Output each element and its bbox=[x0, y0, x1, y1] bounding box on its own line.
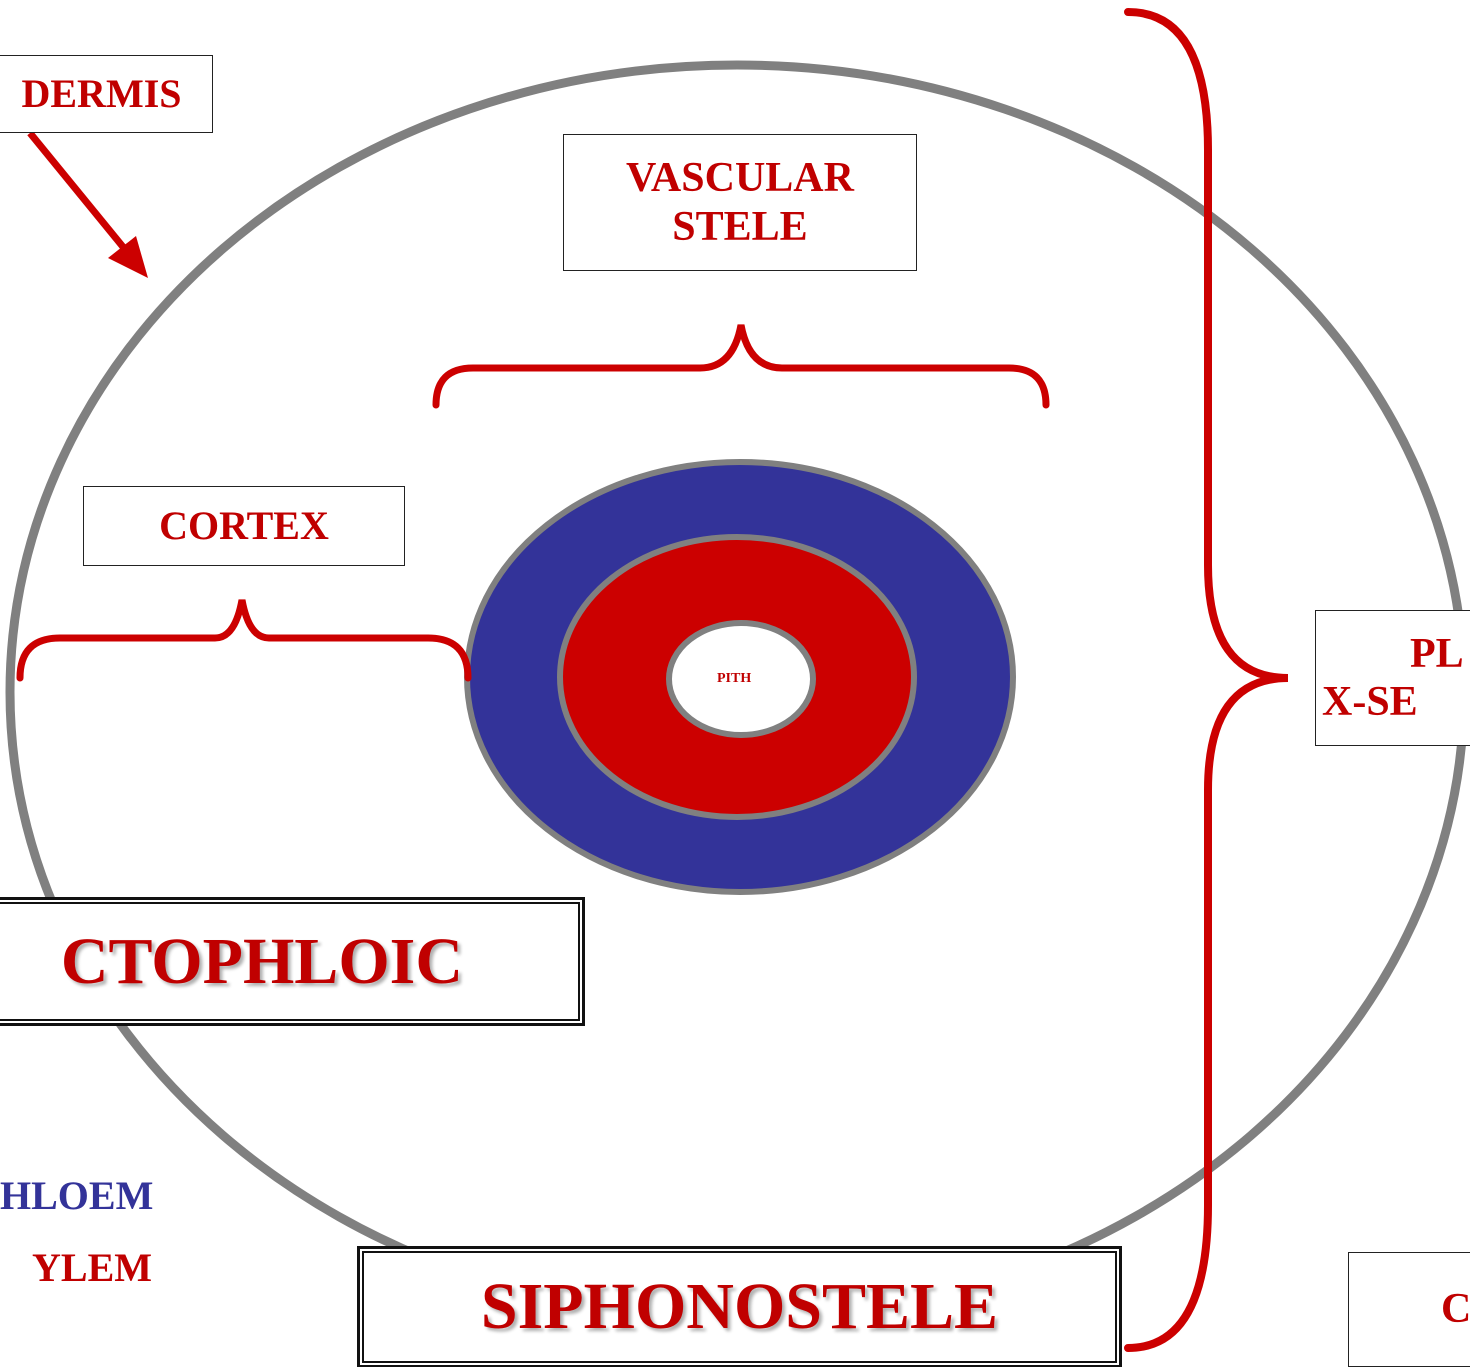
plant-xsection-bracket bbox=[1124, 8, 1289, 1352]
ectophloic-title: CTOPHLOIC bbox=[60, 924, 463, 998]
epidermis-arrow-head bbox=[108, 236, 148, 278]
pith-center bbox=[666, 620, 816, 738]
legend-phloem: HLOEM bbox=[0, 1173, 154, 1218]
siphonostele-title: SIPHONOSTELE bbox=[480, 1270, 999, 1343]
vascular-stele-label-line2: STELE bbox=[672, 203, 808, 250]
epidermis-label-box: DERMIS bbox=[0, 55, 213, 133]
cortex-bracket bbox=[16, 599, 472, 682]
corner-right-label-box: C bbox=[1348, 1252, 1470, 1367]
vascular-stele-label-line1: VASCULAR bbox=[626, 155, 854, 202]
plant-xsection-label-box: PL X-SE bbox=[1315, 610, 1470, 746]
vascular-stele-label-box: VASCULAR STELE bbox=[563, 134, 917, 271]
vascular-stele-bracket bbox=[432, 324, 1050, 409]
corner-right-label: C bbox=[1441, 1286, 1470, 1333]
pith-label: PITH bbox=[717, 671, 752, 686]
ectophloic-title-box: CTOPHLOIC bbox=[0, 897, 585, 1026]
plant-xsection-label-line1: PL bbox=[1410, 630, 1464, 677]
plant-xsection-label-line2: X-SE bbox=[1322, 679, 1418, 725]
epidermis-arrow-shaft bbox=[27, 130, 131, 256]
cortex-label-box: CORTEX bbox=[83, 486, 405, 566]
siphonostele-title-box: SIPHONOSTELE bbox=[357, 1246, 1122, 1367]
cortex-label: CORTEX bbox=[159, 503, 329, 548]
legend-xylem: YLEM bbox=[32, 1245, 152, 1290]
epidermis-label: DERMIS bbox=[21, 71, 182, 116]
